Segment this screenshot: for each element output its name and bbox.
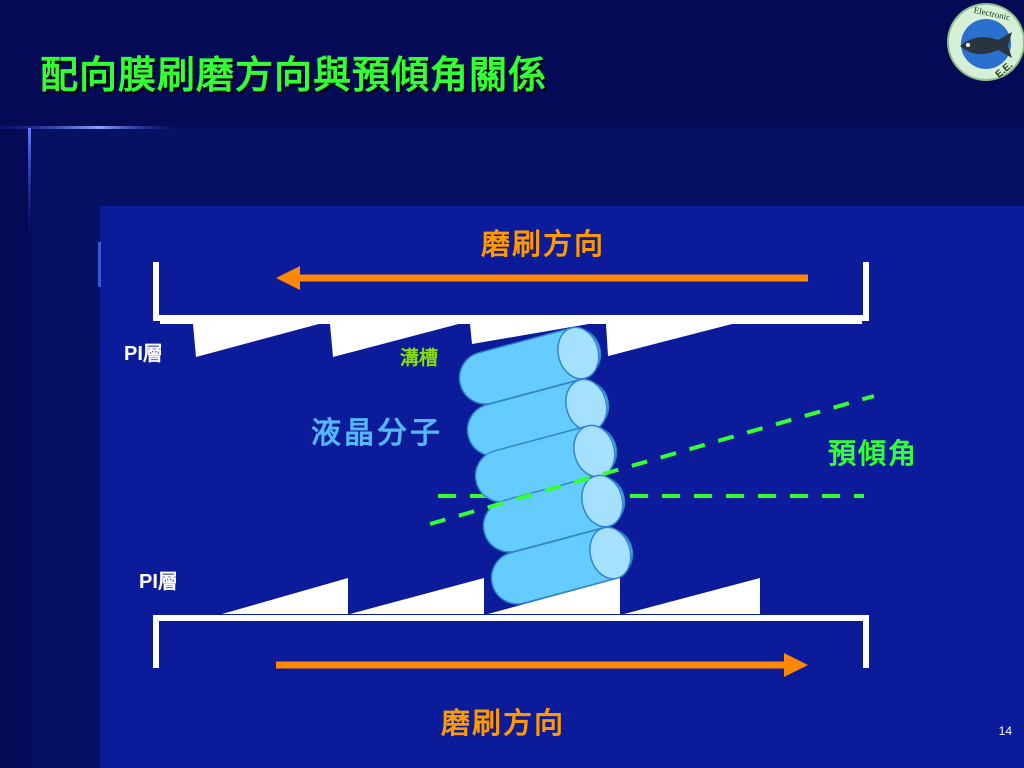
fish-icon xyxy=(960,32,1012,58)
bottom-rubbing-arrowhead-icon xyxy=(784,653,808,677)
bottom-substrate-bracket xyxy=(153,615,869,668)
page-number: 14 xyxy=(998,724,1012,738)
accent-line-vertical xyxy=(28,128,31,243)
bottom-rubbing-direction-label: 磨刷方向 xyxy=(441,706,566,740)
top-groove-3 xyxy=(472,321,606,344)
top-groove-4 xyxy=(608,321,740,356)
electronic-logo: Electronic E.E. xyxy=(947,3,1024,81)
bottom-groove-2 xyxy=(350,578,484,614)
groove-label: 溝槽 xyxy=(400,347,439,369)
liquid-crystal-molecules xyxy=(458,326,634,605)
top-substrate-bracket xyxy=(153,262,869,321)
bottom-groove-1 xyxy=(222,578,348,614)
top-groove-1 xyxy=(196,321,330,357)
top-groove-2 xyxy=(333,321,470,357)
bottom-pi-layer-label: PI層 xyxy=(139,571,178,593)
liquid-crystal-molecule-label: 液晶分子 xyxy=(311,416,443,451)
fish-eye-icon xyxy=(966,43,970,47)
slide-title: 配向膜刷磨方向與預傾角關係 xyxy=(40,53,548,97)
bottom-groove-3 xyxy=(488,578,620,614)
accent-line-horizontal xyxy=(0,126,180,129)
top-rubbing-direction-label: 磨刷方向 xyxy=(481,227,606,261)
bottom-groove-4 xyxy=(624,578,760,614)
top-rubbing-arrowhead-icon xyxy=(276,266,300,290)
pretilt-angle-label: 預傾角 xyxy=(828,437,919,470)
lc-molecule xyxy=(490,526,634,605)
top-pi-layer-label: PI層 xyxy=(124,343,163,365)
lc-molecule xyxy=(482,474,626,553)
accent-line-vertical-small xyxy=(98,242,101,287)
